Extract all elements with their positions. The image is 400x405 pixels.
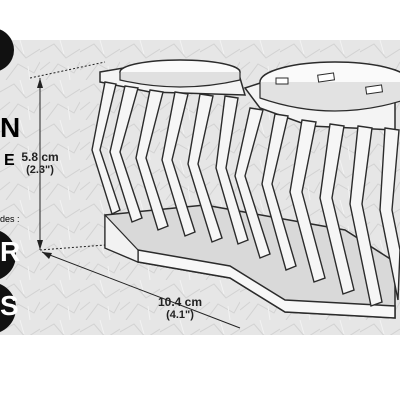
height-cm: 5.8 cm (21, 150, 59, 164)
badge-top (0, 29, 14, 71)
side-letter-r: R (0, 236, 21, 267)
side-letter-n: N (0, 112, 21, 143)
slot-2 (365, 84, 384, 95)
badge-s (0, 284, 16, 332)
white-footer (0, 335, 400, 400)
badge-r (0, 231, 16, 279)
side-fragment: des : (0, 214, 20, 224)
slot-1 (317, 72, 336, 83)
width-dimension (41, 251, 241, 329)
width-in: (4.1") (166, 309, 194, 321)
left-bars (91, 81, 249, 245)
base-plate (104, 204, 396, 319)
width-label: 10.4 cm (4.1") (140, 295, 220, 321)
right-bars (234, 107, 400, 307)
height-label: 5.8 cm (2.3") (0, 150, 80, 176)
slot-3 (275, 77, 289, 85)
height-in: (2.3") (26, 164, 54, 176)
height-dimension (29, 61, 106, 251)
side-letter-e: E (4, 152, 15, 169)
side-letter-s: S (0, 290, 19, 321)
width-cm: 10.4 cm (157, 295, 203, 309)
